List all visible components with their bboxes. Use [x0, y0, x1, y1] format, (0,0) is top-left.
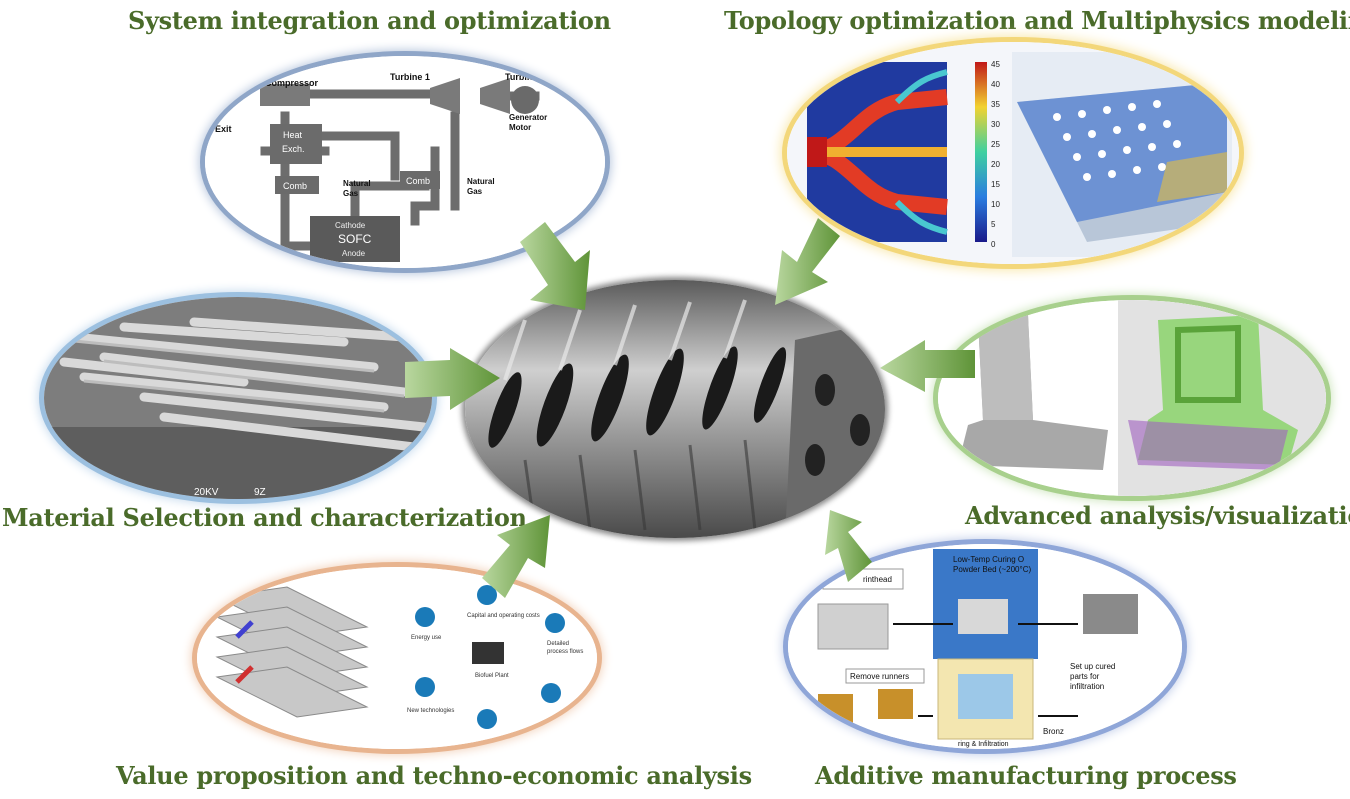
colorbar: [975, 62, 987, 242]
newtech-label: New technologies: [407, 708, 454, 714]
colorbar-tick-label: 35: [991, 100, 1000, 109]
infiltration-label: ring & Infiltration: [958, 741, 1009, 748]
core-label: Cor: [1123, 567, 1136, 576]
title-value-proposition: Value proposition and techno-economic an…: [116, 761, 752, 790]
colorbar-tick-label: 5: [991, 220, 996, 229]
printhead-label: rinthead: [863, 575, 892, 584]
material-panel: 20KV 9Z: [44, 297, 432, 499]
curing-header-1: Low-Temp Curing O: [953, 555, 1024, 564]
title-material-selection: Material Selection and characterization: [2, 503, 527, 532]
heat-exchanger-render: [465, 280, 885, 538]
bronze-label: Bronz: [1043, 727, 1064, 736]
compressor-label: Compressor: [265, 78, 319, 88]
energy-icon: [415, 607, 435, 627]
cured-label-2: parts for: [1070, 672, 1100, 681]
heat-exchanger-fins: [215, 586, 369, 718]
flow-arrow-blue: [235, 620, 254, 639]
title-additive-manufacturing: Additive manufacturing process: [815, 761, 1237, 790]
remove-runners-label: Remove runners: [850, 672, 909, 681]
arrow-top-right: [775, 218, 840, 305]
colorbar-tick-label: 40: [991, 80, 1000, 89]
system-integration-panel: Compressor Turbine 1 Turbine Generator M…: [205, 56, 605, 268]
fin-highlights: [503, 299, 747, 381]
topology-visual: 45 40 35 30 25 20 15 10 5 0: [787, 42, 1239, 264]
detailed-label-2: process flows: [547, 649, 583, 655]
cured-label-3: infiltration: [1070, 682, 1104, 691]
title-system-integration: System integration and optimization: [128, 6, 611, 35]
sofc-label: SOFC: [338, 232, 372, 246]
comb1-label: Comb: [283, 181, 307, 191]
detailed-label-1: Detailed: [547, 641, 569, 647]
capital-label: Capital and operating costs: [467, 613, 540, 619]
colorbar-tick-label: 30: [991, 120, 1000, 129]
additive-diagram: Low-Temp Curing O Powder Bed (~200°C) ri…: [788, 544, 1182, 749]
system-diagram: Compressor Turbine 1 Turbine Generator M…: [205, 56, 605, 268]
turbine1-label: Turbine 1: [390, 72, 430, 82]
turbine-blade-visual: [938, 300, 1326, 496]
flow-arrow-red: [235, 665, 254, 684]
turbine2-label: Turbine: [505, 72, 537, 82]
gas1-label: Gas: [343, 189, 359, 198]
detailed-icon: [545, 613, 565, 633]
cathode-label: Cathode: [335, 221, 366, 230]
natural2-label: Natural: [467, 177, 495, 186]
capital-icon: [477, 585, 497, 605]
center-heat-exchanger-image: [465, 280, 885, 538]
cured-label-1: Set up cured: [1070, 662, 1115, 671]
colorbar-tick-label: 15: [991, 180, 1000, 189]
anode-label: Anode: [342, 249, 366, 258]
gas2-label: Gas: [467, 187, 483, 196]
energy-label: Energy use: [411, 635, 442, 641]
advanced-panel: [938, 300, 1326, 496]
exch-label: Exch.: [282, 144, 305, 154]
exit-label: Exit: [215, 124, 232, 134]
generator-label: Generator: [509, 113, 547, 122]
colorbar-tick-label: 45: [991, 60, 1000, 69]
natural1-label: Natural: [343, 179, 371, 188]
sem-mag-label: 9Z: [254, 487, 266, 498]
newtech-icon: [415, 677, 435, 697]
colorbar-tick-label: 0: [991, 240, 996, 249]
motor-label: Motor: [509, 123, 531, 132]
pin-fins: [1053, 100, 1181, 181]
additive-panel: Low-Temp Curing O Powder Bed (~200°C) ri…: [788, 544, 1182, 749]
colorbar-ticks: 45 40 35 30 25 20 15 10 5 0: [991, 60, 1000, 249]
plant-icon: [472, 642, 504, 664]
colorbar-tick-label: 10: [991, 200, 1000, 209]
slot-openings: [488, 346, 787, 448]
colorbar-tick-label: 20: [991, 160, 1000, 169]
comb2-label: Comb: [406, 176, 430, 186]
colorbar-tick-label: 25: [991, 140, 1000, 149]
sem-image: 20KV 9Z: [44, 297, 432, 499]
heat-label: Heat: [283, 130, 303, 140]
fibers: [59, 317, 429, 452]
title-advanced-analysis: Advanced analysis/visualization: [965, 501, 1350, 530]
topology-panel: 45 40 35 30 25 20 15 10 5 0: [787, 42, 1239, 264]
fiber-shading: [73, 339, 405, 413]
value-panel: Capital and operating costs Energy use D…: [197, 567, 597, 749]
title-topology-optimization: Topology optimization and Multiphysics m…: [724, 6, 1350, 35]
sem-kv-label: 20KV: [194, 487, 219, 498]
plant-label: Biofuel Plant: [475, 673, 509, 679]
curing-header-2: Powder Bed (~200°C): [953, 565, 1031, 574]
value-diagram: Capital and operating costs Energy use D…: [197, 567, 597, 749]
